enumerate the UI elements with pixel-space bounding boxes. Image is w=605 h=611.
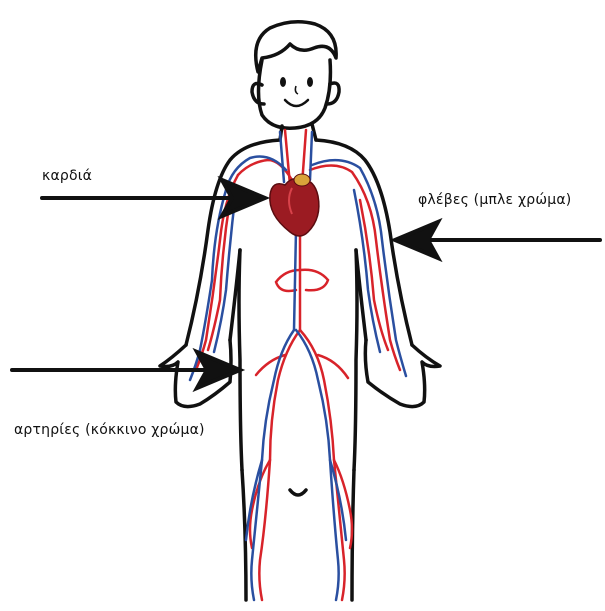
head-outline	[259, 60, 331, 128]
vein-inferior-cava	[294, 230, 296, 330]
hair-outline	[256, 22, 336, 72]
mouth	[285, 100, 308, 106]
artery-renal-left	[276, 270, 300, 291]
left-eye	[280, 77, 286, 87]
heart-label: καρδιά	[42, 168, 92, 184]
heart-shape	[270, 179, 319, 236]
torso-left	[239, 250, 242, 470]
arteries-label: αρτηρίες (κόκκινο χρώμα)	[14, 422, 205, 438]
heart	[270, 174, 319, 236]
artery-renal-right	[300, 270, 328, 291]
right-eye	[307, 77, 313, 87]
crotch	[290, 490, 306, 495]
torso-right	[354, 250, 357, 470]
veins-label: φλέβες (μπλε χρώμα)	[418, 192, 571, 208]
heart-atrium	[294, 174, 310, 186]
artery-iliac-left	[259, 330, 300, 600]
vein-neck-right	[310, 132, 312, 180]
vein-neck-left	[280, 132, 284, 182]
face	[280, 77, 313, 106]
vein-leg-left	[251, 330, 294, 600]
right-hand	[365, 340, 440, 407]
nose	[295, 86, 298, 94]
